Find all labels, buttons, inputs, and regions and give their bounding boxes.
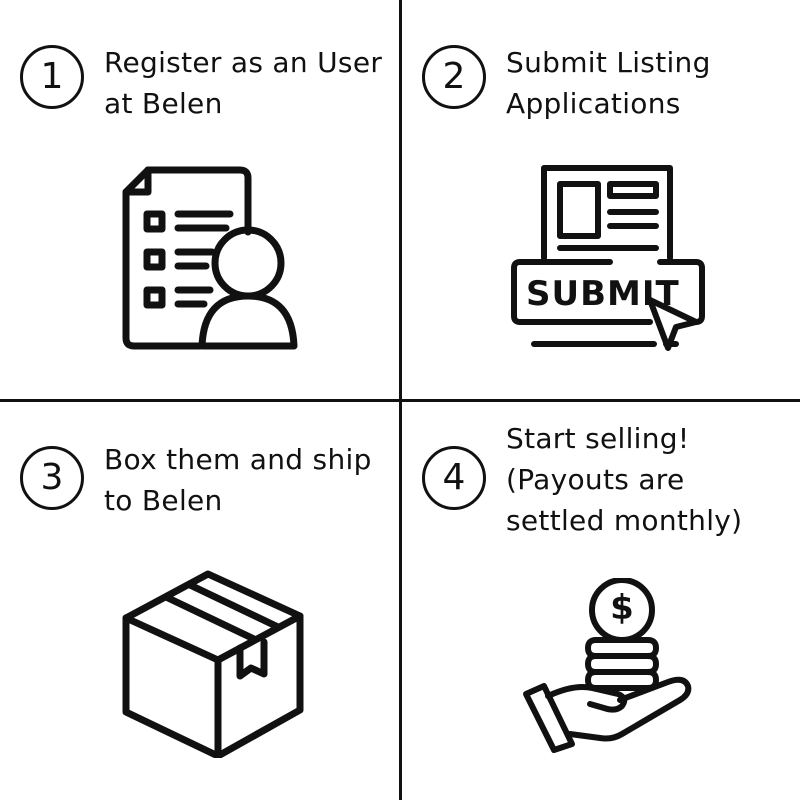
step-caption-line: Applications — [506, 87, 681, 120]
step-1-panel: 1 Register as an User at Belen — [0, 0, 399, 399]
step-caption: Register as an User at Belen — [104, 42, 389, 124]
step-number-badge: 2 — [422, 45, 486, 109]
step-caption-line: Submit Listing — [506, 46, 711, 79]
step-caption: Submit Listing Applications — [506, 42, 791, 124]
step-caption-line: to Belen — [104, 484, 223, 517]
step-caption-line: Start selling! — [506, 422, 690, 455]
step-caption-line: Register as an User — [104, 46, 383, 79]
step-caption: Box them and ship to Belen — [104, 439, 389, 521]
step-number-badge: 3 — [20, 446, 84, 510]
step-caption-line: Box them and ship — [104, 443, 372, 476]
step-caption-line: settled monthly) — [506, 504, 743, 537]
step-4-panel: 4 Start selling! (Payouts are settled mo… — [402, 402, 800, 801]
submit-label: SUBMIT — [526, 274, 680, 314]
step-number-badge: 1 — [20, 45, 84, 109]
registration-form-user-icon — [118, 160, 303, 355]
shipping-box-icon — [118, 568, 308, 758]
horizontal-divider — [0, 399, 800, 402]
step-caption-line: at Belen — [104, 87, 223, 120]
step-caption: Start selling! (Payouts are settled mont… — [506, 418, 791, 541]
step-caption-line: (Payouts are — [506, 463, 685, 496]
submit-document-icon: SUBMIT — [510, 162, 710, 362]
step-number-badge: 4 — [422, 446, 486, 510]
step-2-panel: 2 Submit Listing Applications — [402, 0, 800, 399]
dollar-sign: $ — [610, 588, 634, 628]
hand-coins-dollar-icon: $ — [520, 578, 700, 758]
step-3-panel: 3 Box them and ship to Belen — [0, 402, 399, 801]
